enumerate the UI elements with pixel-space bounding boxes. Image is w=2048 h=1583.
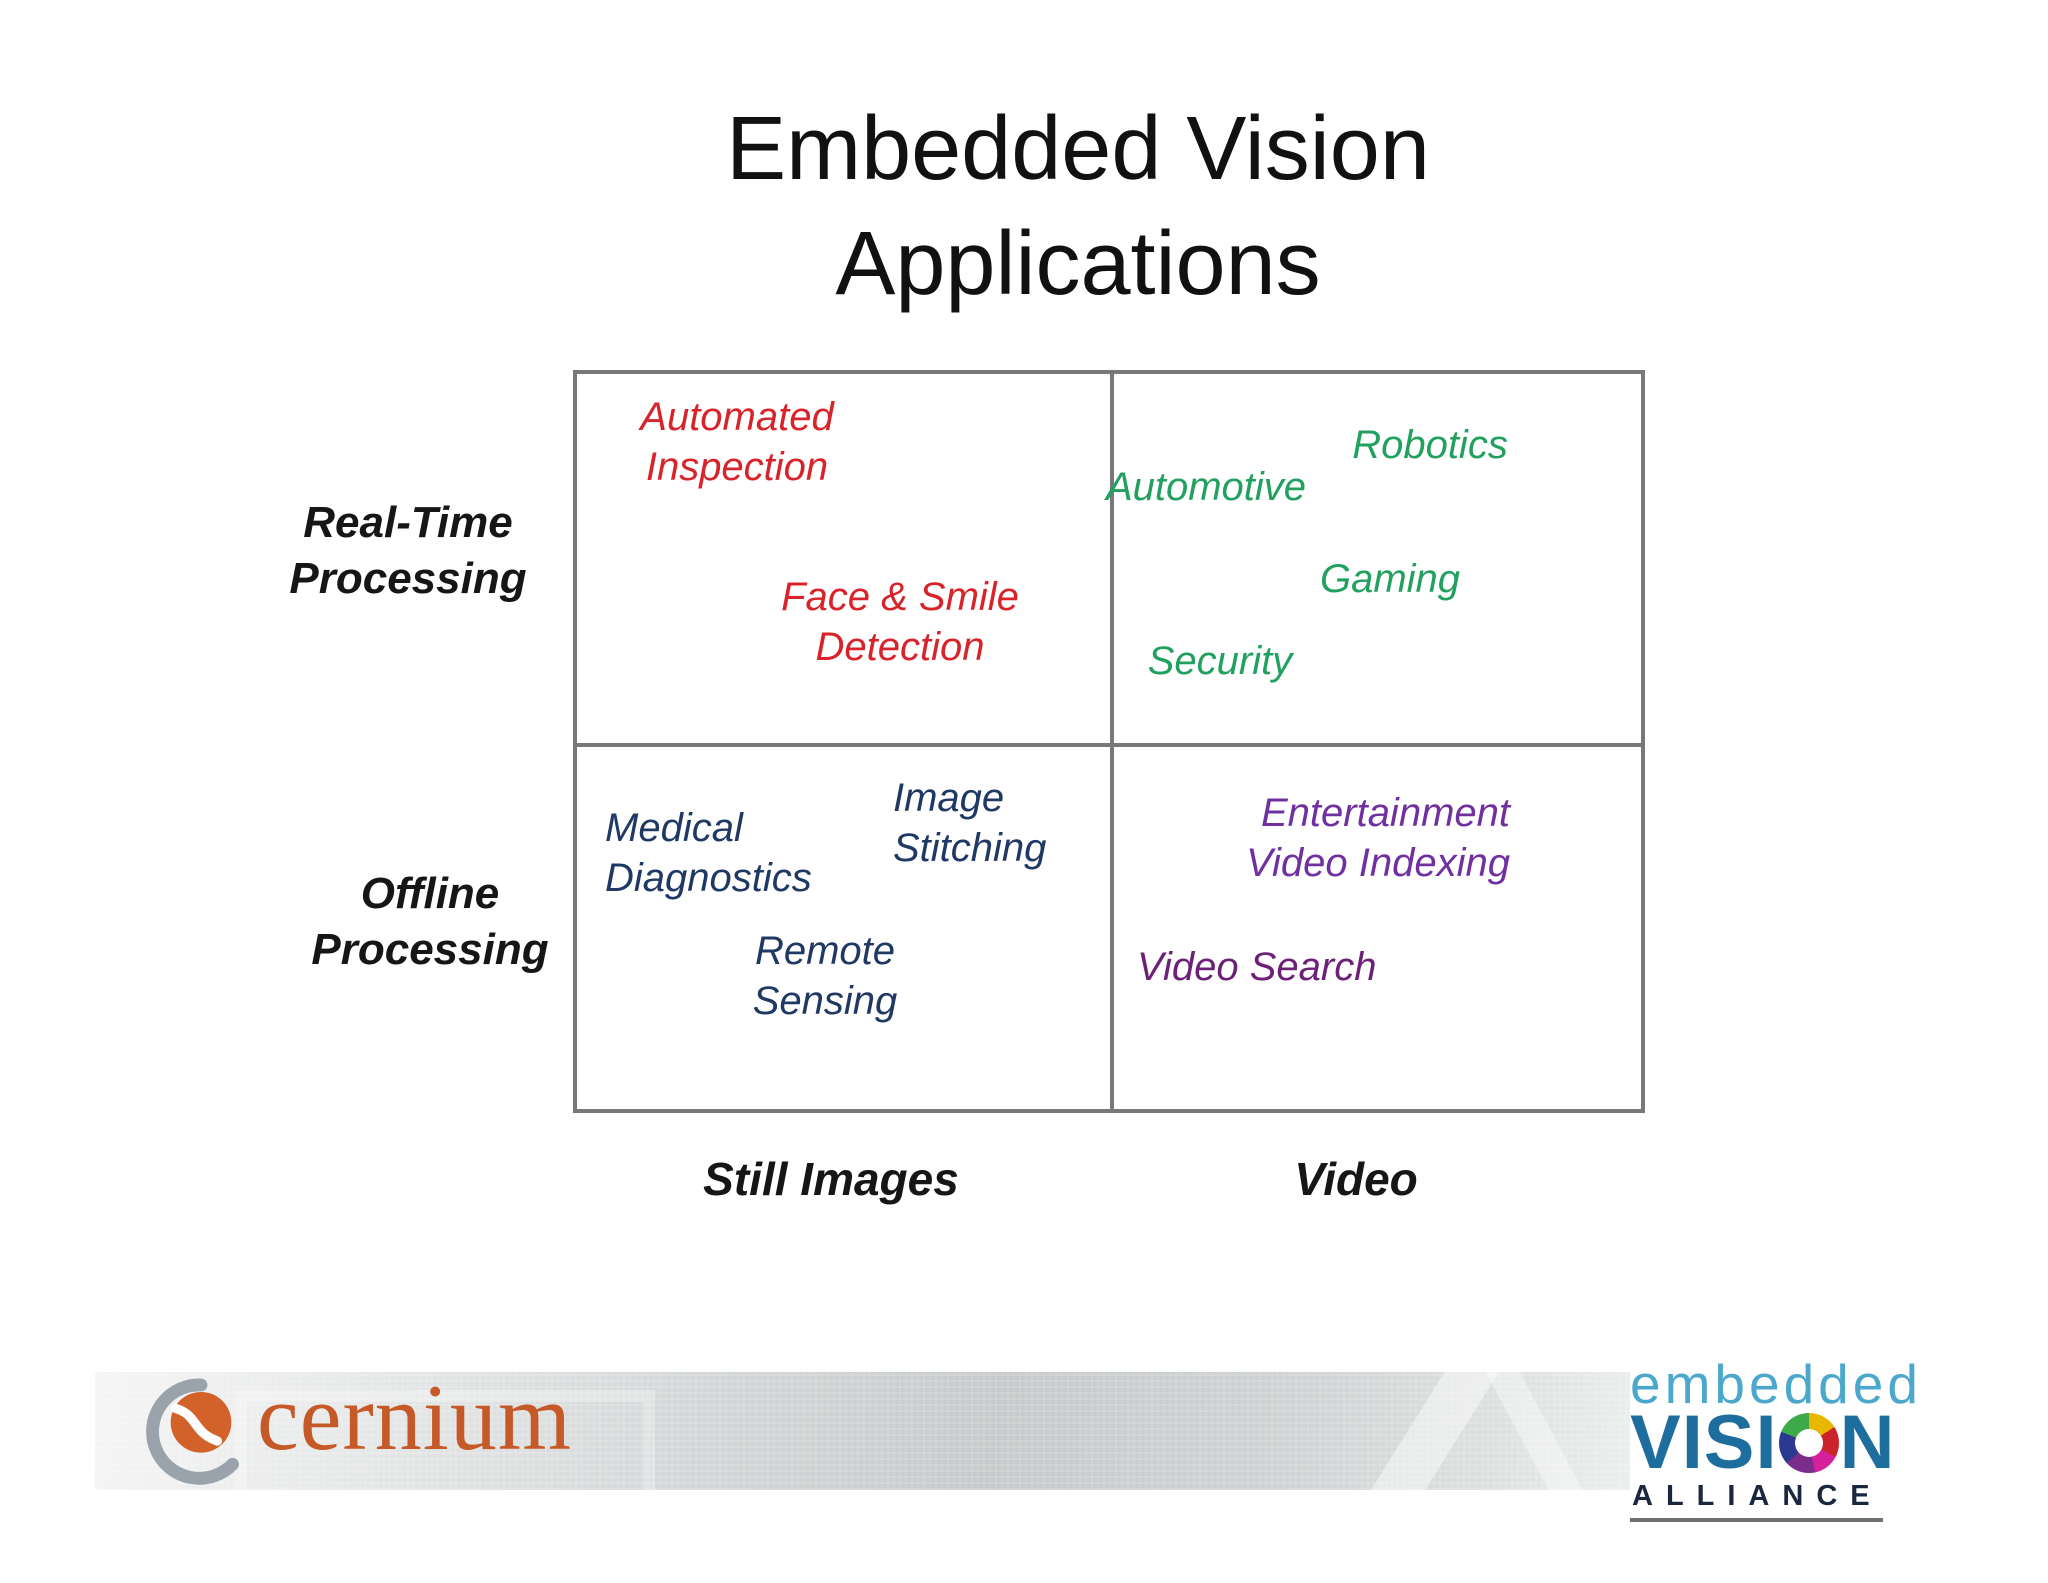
item-image-stitching: Image Stitching	[893, 776, 1047, 871]
eva-color-wheel-icon	[1778, 1413, 1839, 1474]
item-automated-inspection: Automated Inspection	[640, 395, 834, 490]
item-entertainment-video-indexing: Entertainment Video Indexing	[1246, 791, 1510, 886]
col-label-video: Video	[1294, 1153, 1418, 1205]
eva-vision-post: N	[1839, 1400, 1896, 1486]
item-automotive: Automotive	[1105, 465, 1307, 509]
item-robotics: Robotics	[1352, 423, 1508, 467]
eva-logo-vision-text: VISI N	[1630, 1400, 1975, 1486]
quadrant-grid	[573, 370, 1645, 1113]
slide-title-line1: Embedded Vision	[726, 99, 1430, 199]
footer-band-diagonal-stripe	[1350, 1372, 1506, 1490]
slide-title-line2: Applications	[835, 214, 1321, 315]
eva-logo-embedded-text: embedded	[1630, 1353, 1922, 1415]
row-label-offline-processing: Offline Processing	[311, 869, 549, 975]
item-security: Security	[1147, 639, 1293, 683]
eva-logo-alliance-text: ALLIANCE	[1630, 1480, 1883, 1523]
item-video-search: Video Search	[1137, 945, 1377, 989]
eva-vision-pre: VISI	[1630, 1400, 1778, 1486]
item-medical-diagnostics: Medical Diagnostics	[605, 806, 812, 901]
embedded-vision-alliance-logo: embedded VISI N ALLIANCE	[1630, 1353, 1975, 1523]
item-face-smile-detection: Face & Smile Detection	[781, 575, 1019, 670]
grid-vertical-divider	[1110, 374, 1114, 1109]
cernium-logo-icon	[146, 1378, 239, 1485]
slide-title: Embedded Vision Applications	[578, 92, 1578, 322]
footer-band-diagonal-stripe	[1475, 1372, 1605, 1490]
row-label-real-time-processing: Real-Time Processing	[289, 498, 527, 604]
col-label-still-images: Still Images	[703, 1153, 959, 1205]
item-gaming: Gaming	[1319, 557, 1461, 601]
item-remote-sensing: Remote Sensing	[752, 929, 898, 1024]
grid-horizontal-divider	[577, 743, 1641, 747]
cernium-logo-text: cernium	[257, 1366, 572, 1470]
